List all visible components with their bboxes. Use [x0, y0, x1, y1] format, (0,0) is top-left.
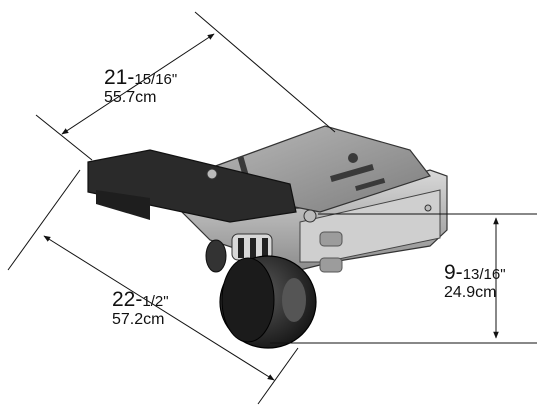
depth-dimension-label: 22-1/2" 57.2cm: [112, 289, 169, 328]
width-imperial-fraction: 15/16": [134, 71, 178, 88]
depth-imperial-whole: 22-: [112, 288, 143, 311]
width-dimension-line: [61, 33, 215, 135]
depth-imperial-fraction: 1/2": [142, 293, 169, 310]
dimension-lines: [7, 11, 537, 405]
width-imperial-whole: 21-: [104, 66, 135, 89]
height-metric: 24.9cm: [444, 284, 497, 301]
housing-vents: [319, 231, 343, 273]
caster-wheel: [219, 255, 317, 349]
width-extension-line-bottom: [35, 114, 93, 161]
depth-dimension-line: [43, 235, 275, 381]
width-metric: 55.7cm: [104, 89, 157, 106]
depth-extension-line-left: [7, 169, 81, 271]
height-imperial-whole: 9-: [444, 261, 463, 284]
extension-arm-side: [96, 190, 150, 220]
width-dimension-label: 21-15/16" 55.7cm: [104, 67, 177, 106]
depth-metric: 57.2cm: [112, 311, 165, 328]
width-extension-line-top: [194, 11, 336, 133]
height-imperial-fraction: 13/16": [462, 266, 506, 283]
screws: [206, 168, 432, 223]
extension-arm: [87, 149, 297, 223]
depth-extension-line-right: [257, 347, 299, 405]
height-dimension-label: 9-13/16" 24.9cm: [444, 262, 506, 301]
